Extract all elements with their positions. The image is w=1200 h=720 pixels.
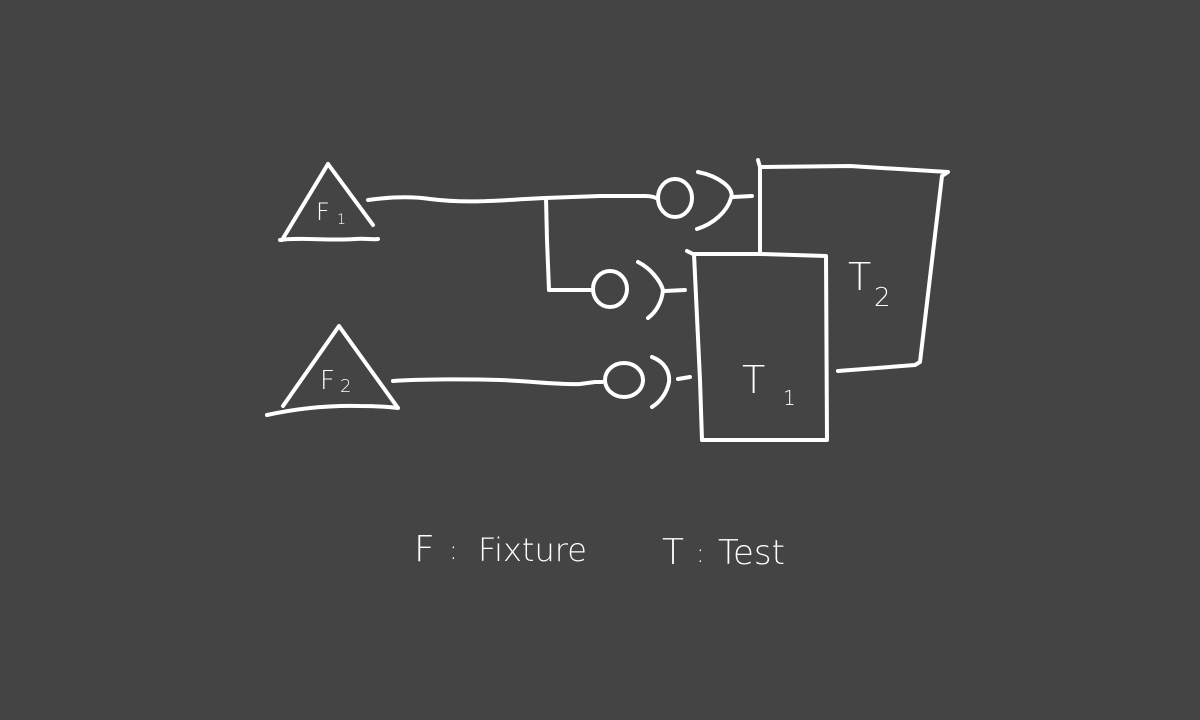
- legend-fixture-value: Fixture: [478, 531, 587, 569]
- legend-fixture-separator: :: [449, 536, 458, 566]
- fixture-f2-label: F 2: [320, 366, 351, 397]
- legend-fixture: F : Fixture: [414, 529, 587, 570]
- fixture-f2-triangle: [265, 324, 400, 417]
- test-t2-letter: T: [848, 255, 871, 299]
- connector-socket-icon: [650, 355, 672, 409]
- connector-f1-t2: [656, 170, 754, 231]
- connector-ball-icon: [656, 177, 694, 219]
- connector-stub: [663, 288, 687, 293]
- connector-ball-icon: [591, 269, 629, 309]
- connector-socket-icon: [636, 260, 665, 320]
- legend: F : Fixture T : Test: [414, 529, 785, 573]
- connector-socket-icon: [695, 170, 734, 231]
- fixture-f2-letter: F: [320, 366, 335, 396]
- test-t1-box: [685, 249, 829, 442]
- legend-test: T : Test: [662, 532, 785, 573]
- test-t2-box: [756, 158, 950, 373]
- wire-f2-t1: [391, 377, 604, 387]
- fixture-f2-subscript: 2: [340, 376, 351, 397]
- test-t1-letter: T: [742, 358, 765, 402]
- wire-f1-t2: [366, 194, 660, 204]
- fixture-f1-triangle: [278, 162, 380, 242]
- fixture-f2: F 2: [265, 324, 400, 417]
- connector-f2-t1: [603, 355, 692, 409]
- legend-fixture-key: F: [414, 529, 435, 570]
- legend-test-separator: :: [696, 539, 705, 569]
- test-t2: T 2: [756, 158, 950, 373]
- fixture-f1-letter: F: [316, 198, 330, 226]
- connector-ball-icon: [603, 361, 645, 399]
- test-t1-subscript: 1: [783, 386, 796, 410]
- test-t1-label: T 1: [742, 358, 796, 410]
- test-t1: T 1: [685, 249, 829, 442]
- connector-stub: [676, 375, 692, 381]
- test-t2-subscript: 2: [874, 283, 891, 313]
- legend-test-key: T: [662, 532, 684, 573]
- fixture-f1-label: F 1: [316, 198, 346, 228]
- connector-f1-t1: [591, 260, 687, 320]
- wire-f1-t1-branch: [544, 196, 594, 292]
- legend-test-value: Test: [718, 533, 785, 573]
- fixture-f1: F 1: [278, 162, 380, 242]
- test-t2-label: T 2: [848, 255, 891, 313]
- connector-stub: [731, 194, 754, 199]
- fixture-f1-subscript: 1: [337, 212, 346, 228]
